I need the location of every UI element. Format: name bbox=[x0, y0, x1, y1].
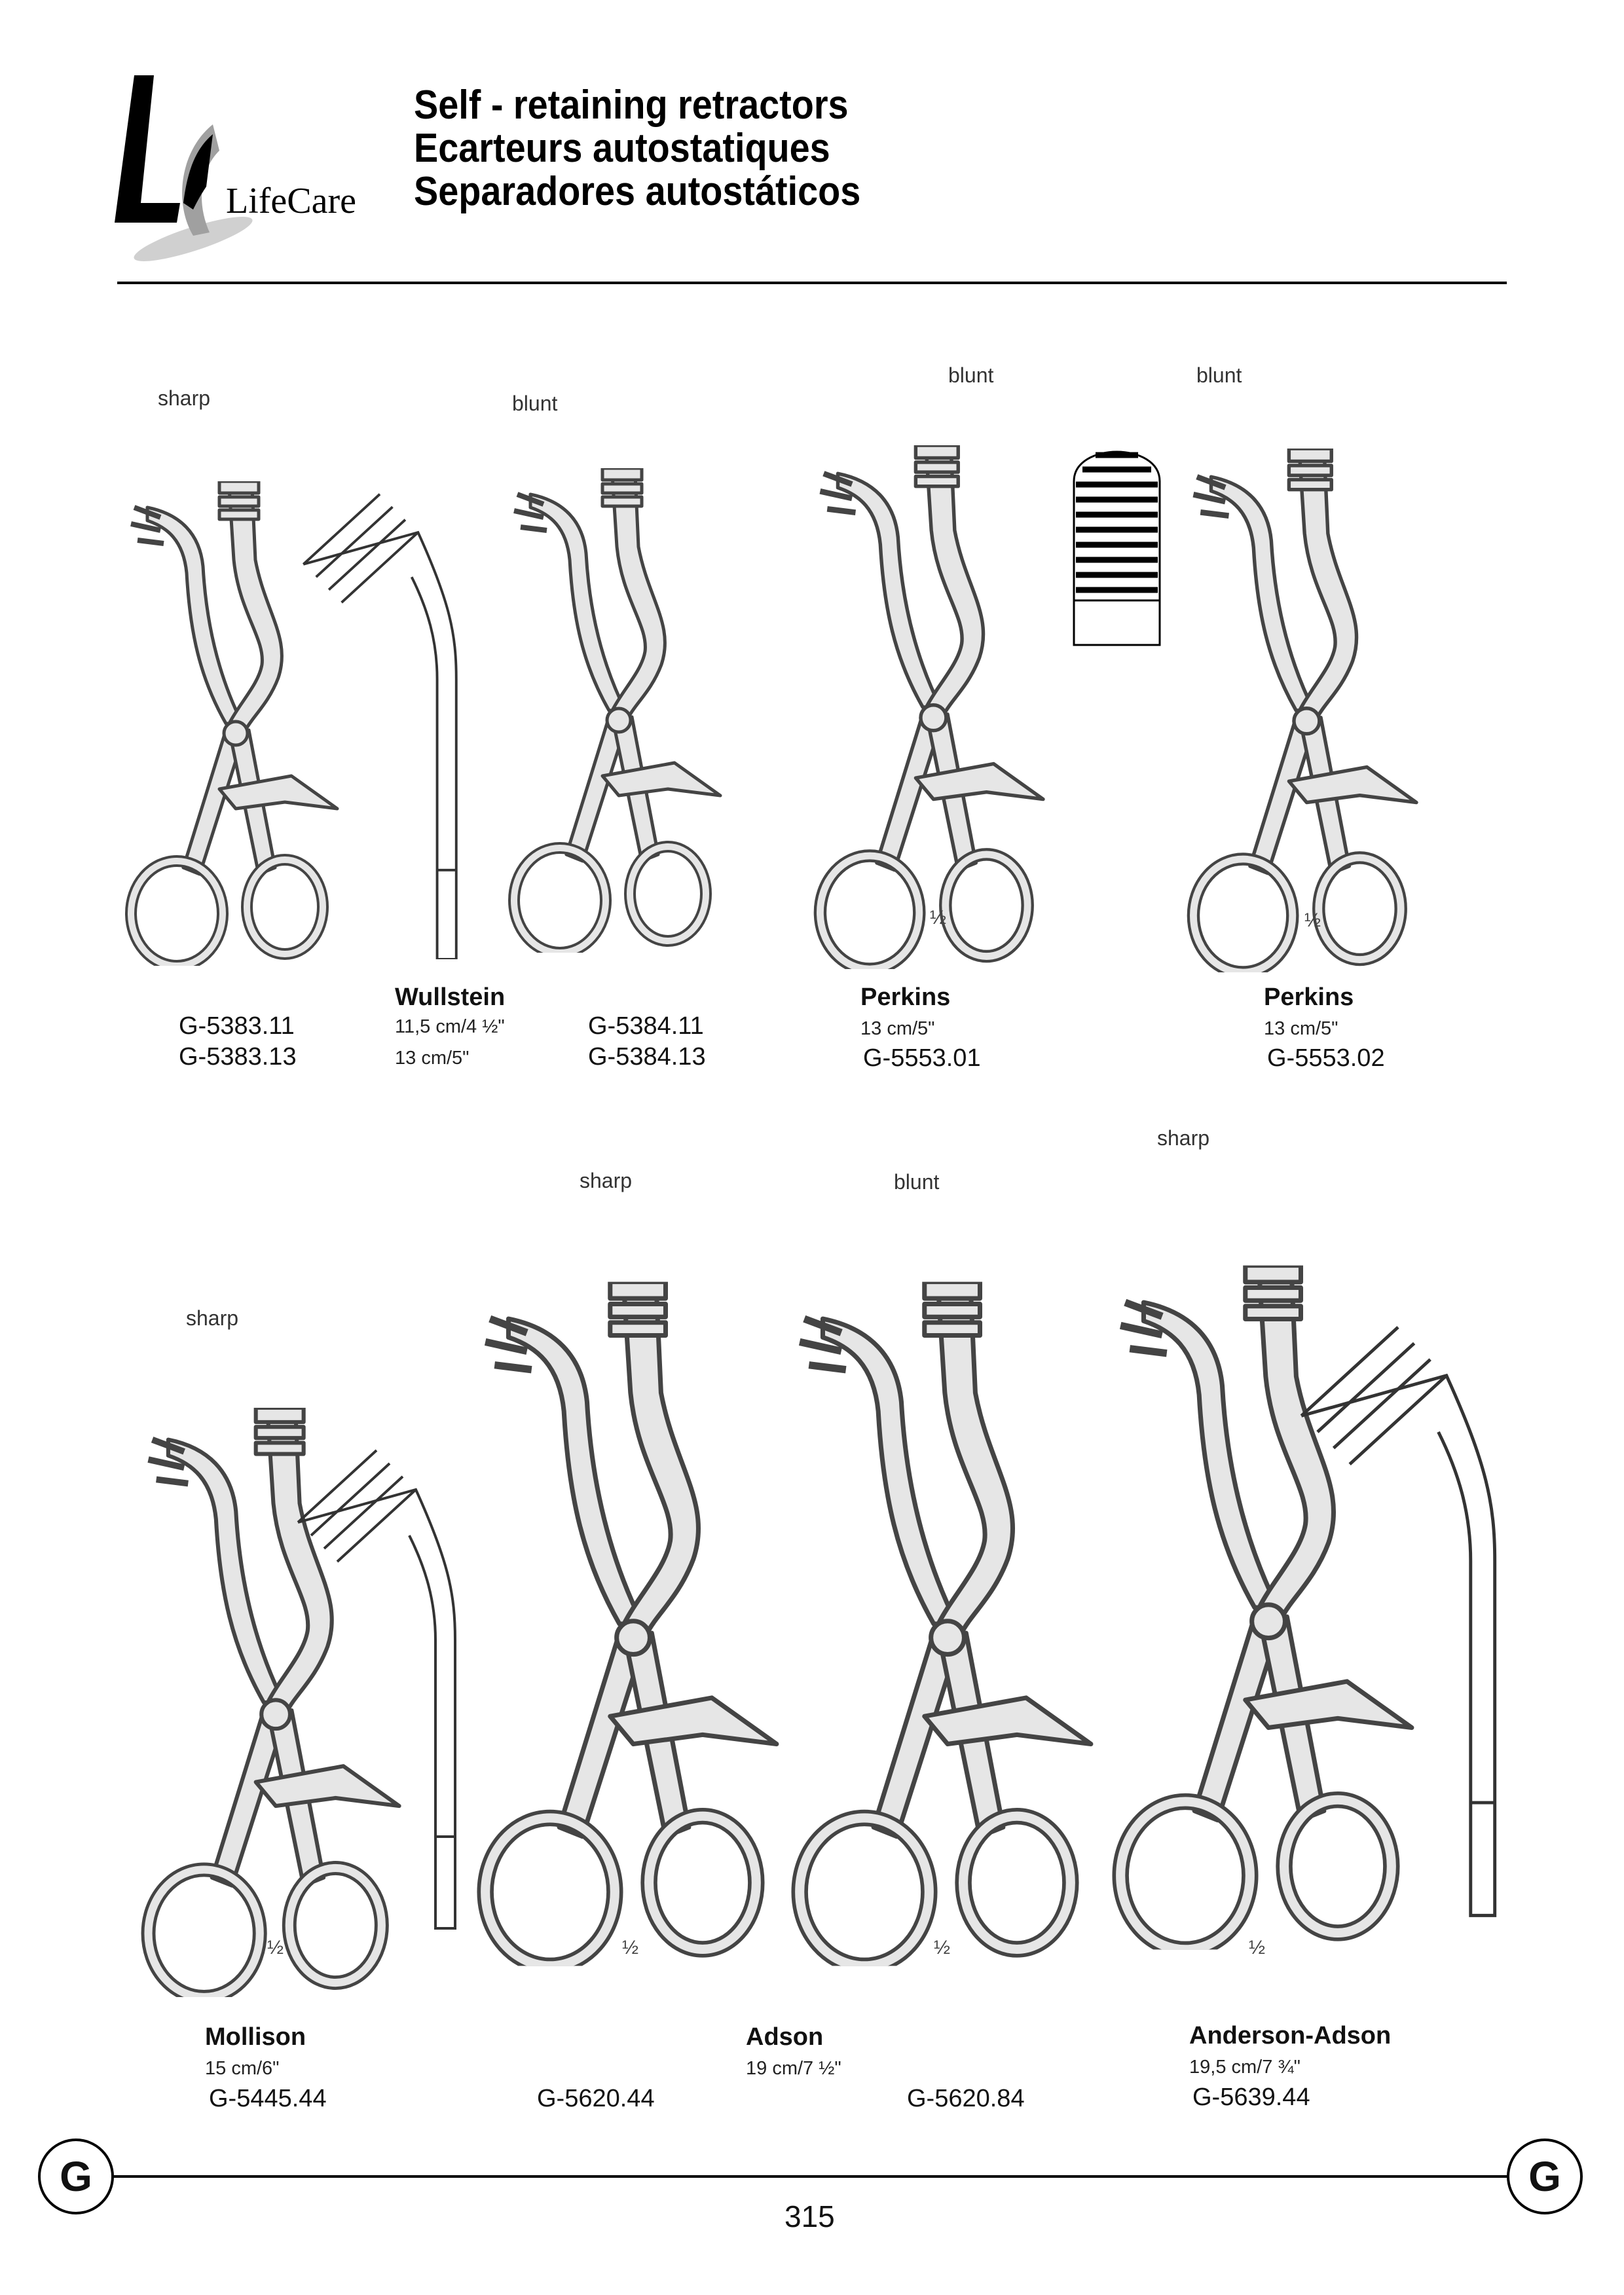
tag-sharp: sharp bbox=[158, 386, 211, 410]
product-code: G-5445.44 bbox=[209, 2085, 327, 2112]
retractor-perkins-02-image bbox=[1159, 449, 1447, 972]
tag-sharp: sharp bbox=[1157, 1126, 1210, 1150]
mollison-side-view-image bbox=[291, 1382, 462, 1991]
product-name: Anderson-Adson bbox=[1189, 2022, 1392, 2049]
page-number: 315 bbox=[784, 2199, 835, 2233]
scale-half: ½ bbox=[930, 907, 947, 928]
retractor-g5384-image bbox=[504, 468, 727, 953]
tag-sharp: sharp bbox=[186, 1306, 239, 1330]
tag-blunt: blunt bbox=[894, 1170, 940, 1194]
scale-half: ½ bbox=[934, 1937, 951, 1958]
section-badge-left: G bbox=[38, 2139, 114, 2214]
tag-blunt: blunt bbox=[512, 392, 558, 415]
footer-rule bbox=[111, 2175, 1513, 2178]
product-name: Wullstein bbox=[395, 983, 506, 1011]
logo-text: LifeCare bbox=[226, 181, 356, 221]
scale-half: ½ bbox=[1249, 1937, 1266, 1958]
product-code: G-5384.11 bbox=[588, 1012, 704, 1040]
title-fr: Ecarteurs autostatiques bbox=[414, 126, 830, 171]
product-code: G-5383.11 bbox=[179, 1012, 295, 1040]
product-size: 19 cm/7 ½" bbox=[746, 2058, 841, 2079]
product-name: Adson bbox=[746, 2023, 824, 2051]
scale-half: ½ bbox=[267, 1937, 284, 1958]
tag-blunt: blunt bbox=[1196, 363, 1242, 387]
section-badge-right: G bbox=[1507, 2139, 1583, 2214]
tag-blunt: blunt bbox=[948, 363, 994, 387]
product-code: G-5553.02 bbox=[1267, 1044, 1385, 1072]
product-code: G-5620.44 bbox=[537, 2085, 655, 2112]
scale-half: ½ bbox=[1304, 909, 1321, 931]
retractor-side-view-image bbox=[295, 488, 465, 959]
tag-sharp: sharp bbox=[580, 1169, 633, 1192]
product-size: 13 cm/5" bbox=[395, 1048, 470, 1069]
product-size: 13 cm/5" bbox=[1264, 1018, 1338, 1039]
product-name: Mollison bbox=[205, 2023, 306, 2051]
lifecare-logo: LifeCare bbox=[115, 75, 356, 261]
product-size: 13 cm/5" bbox=[860, 1018, 935, 1039]
anderson-adson-side-view-image bbox=[1293, 1244, 1503, 1991]
retractor-perkins-01-image bbox=[786, 445, 1074, 969]
retractor-g5620-84-image bbox=[786, 1257, 1100, 1991]
product-code: G-5384.13 bbox=[588, 1043, 706, 1071]
header-rule bbox=[117, 282, 1507, 284]
blade-detail-image bbox=[1073, 450, 1161, 646]
product-name: Perkins bbox=[1264, 983, 1354, 1011]
product-code: G-5620.84 bbox=[907, 2085, 1025, 2112]
product-code: G-5383.13 bbox=[179, 1043, 297, 1071]
product-code: G-5639.44 bbox=[1192, 2084, 1310, 2111]
product-size: 11,5 cm/4 ½" bbox=[395, 1016, 505, 1037]
product-name: Perkins bbox=[860, 983, 951, 1011]
product-size: 19,5 cm/7 ¾" bbox=[1189, 2057, 1301, 2078]
product-code: G-5553.01 bbox=[863, 1044, 981, 1072]
retractor-g5620-44-image bbox=[471, 1257, 786, 1991]
product-size: 15 cm/6" bbox=[205, 2058, 280, 2079]
title-en: Self - retaining retractors bbox=[414, 83, 849, 128]
scale-half: ½ bbox=[622, 1937, 639, 1958]
title-es: Separadores autostáticos bbox=[414, 169, 861, 214]
